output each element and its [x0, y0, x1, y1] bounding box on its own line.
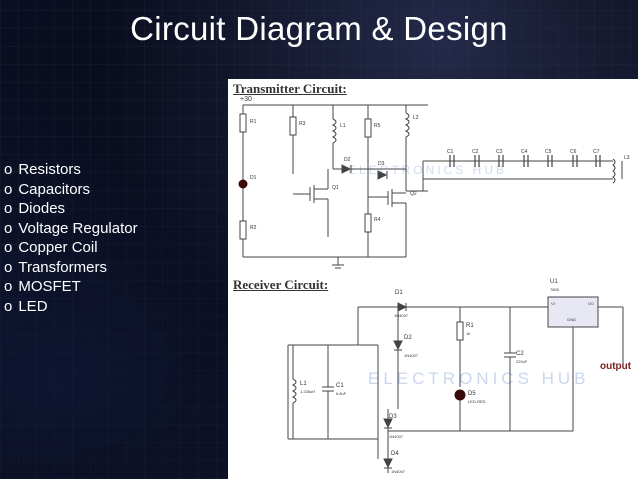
label-l1: L1 [340, 123, 346, 129]
label-rx-d2: D2 [404, 335, 412, 341]
label-r4: R4 [374, 217, 381, 223]
label-c6: C6 [570, 149, 577, 155]
label-r5: R5 [374, 123, 381, 129]
label-r2: R2 [250, 225, 257, 231]
list-item-label: LED [18, 297, 48, 315]
label-rx-c2: C2 [516, 351, 524, 357]
list-item-label: Copper Coil [18, 239, 98, 256]
bullet-marker: o [4, 161, 13, 178]
label-rx-l1-val: 1.235uH [300, 389, 316, 394]
label-rx-c2-val: 220uF [516, 359, 528, 364]
bullet-marker: o [4, 200, 13, 217]
list-item-label: Diodes [18, 200, 66, 217]
watermark-receiver: ELECTRONICS HUB [368, 369, 590, 388]
label-rx-d1-val: 1N4007 [394, 313, 409, 318]
label-d2: D2 [344, 157, 351, 163]
label-rx-d1: D1 [395, 290, 403, 296]
label-rx-d3: D3 [389, 414, 397, 420]
bullet-marker: o [4, 297, 13, 315]
label-rx-c1: C1 [336, 383, 344, 389]
label-rx-d3-val: 1N4007 [389, 434, 404, 439]
label-rx-vo: VO [588, 301, 594, 306]
label-c5: C5 [545, 149, 552, 155]
list-item: o Capacitors [4, 180, 138, 200]
list-item: o Diodes [4, 199, 138, 219]
label-rx-l1: L1 [300, 381, 307, 387]
label-rx-d2-val: 1N4007 [404, 353, 419, 358]
label-rx-d5-val: LED-RED [468, 399, 486, 404]
label-d3: D3 [378, 161, 385, 167]
label-rx-r1: R1 [466, 323, 474, 329]
list-item: o Transformers [4, 258, 138, 278]
label-c4: C4 [521, 149, 528, 155]
supply-label: +30 [240, 96, 252, 103]
slide-title: Circuit Diagram & Design [130, 10, 508, 47]
circuit-diagram-svg [238, 104, 624, 473]
circuit-diagram-image: Transmitter Circuit: Receiver Circuit: +… [228, 79, 638, 479]
label-r3: R3 [299, 121, 306, 127]
label-rx-d4: D4 [391, 451, 399, 457]
label-d1: D1 [250, 175, 257, 181]
list-item: o Copper Coil [4, 238, 138, 258]
bullet-marker: o [4, 219, 13, 237]
label-rx-u1-val: 7805 [550, 287, 559, 292]
watermark-transmitter: ELECTRONICS HUB [348, 163, 508, 177]
label-c3: C3 [496, 149, 503, 155]
output-label: output [600, 361, 632, 372]
receiver-heading: Receiver Circuit: [233, 277, 329, 292]
label-rx-r1-val: 1k [466, 331, 471, 336]
bullet-marker: o [4, 180, 13, 198]
label-rx-d4-val: 1N4007 [391, 469, 406, 474]
bullet-marker: o [4, 239, 13, 256]
list-item: o MOSFET [4, 277, 138, 297]
label-l2: L2 [413, 115, 419, 121]
bullet-marker: o [4, 258, 13, 276]
bullet-marker: o [4, 278, 13, 295]
label-rx-d5: D5 [468, 391, 476, 397]
label-rx-c1-val: 6.8nF [336, 391, 347, 396]
label-l3: L3 [624, 155, 630, 161]
list-item-label: Resistors [18, 161, 81, 178]
label-rx-vi: VI [551, 301, 555, 306]
label-r1: R1 [250, 119, 257, 125]
label-c7: C7 [593, 149, 600, 155]
label-c2: C2 [472, 149, 479, 155]
label-rx-u1: U1 [550, 279, 558, 285]
label-q2: Q2 [410, 191, 417, 197]
list-item-label: Capacitors [18, 180, 91, 198]
list-item: o Resistors [4, 160, 138, 180]
transmitter-heading: Transmitter Circuit: [233, 81, 347, 96]
label-q1: Q1 [332, 185, 339, 191]
list-item-label: Voltage Regulator [18, 219, 138, 237]
list-item-label: Transformers [18, 258, 107, 276]
list-item: o LED [4, 297, 138, 317]
list-item: o Voltage Regulator [4, 219, 138, 239]
label-rx-gnd: GND [567, 317, 576, 322]
label-c1: C1 [447, 149, 454, 155]
list-item-label: MOSFET [18, 278, 81, 295]
